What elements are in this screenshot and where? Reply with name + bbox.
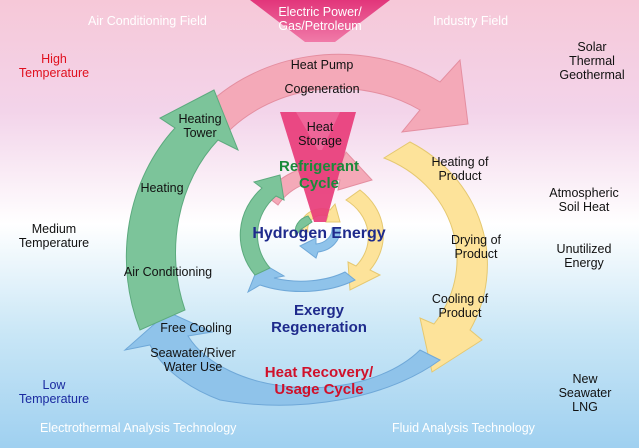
label-new-seawater-lng: New Seawater LNG	[558, 372, 612, 414]
label-heating-of-product: Heating of Product	[431, 155, 489, 183]
outer-arc-pink	[194, 53, 469, 139]
outer-arc-yellow	[382, 141, 488, 373]
label-heat-storage: Heat Storage	[298, 120, 342, 148]
label-heat-recovery-cycle: Heat Recovery/ Usage Cycle	[264, 364, 374, 398]
label-heat-pump: Heat Pump	[290, 58, 354, 72]
outer-arc-blue	[123, 311, 441, 406]
middle-arc-green	[239, 174, 285, 276]
top-funnel	[250, 0, 390, 42]
inner-arc-green	[294, 215, 313, 238]
label-air-conditioning: Air Conditioning	[123, 265, 213, 279]
label-cogeneration: Cogeneration	[284, 82, 360, 96]
label-low-temperature: Low Temperature	[18, 378, 90, 406]
center-wedge	[280, 112, 356, 222]
label-free-cooling: Free Cooling	[160, 321, 232, 335]
outer-arc-green	[125, 89, 239, 331]
middle-arc-blue	[246, 261, 356, 294]
label-fluid-analysis: Fluid Analysis Technology	[392, 421, 535, 435]
label-exergy-regeneration: Exergy Regeneration	[271, 302, 367, 336]
label-high-temperature: High Temperature	[18, 52, 90, 80]
inner-arc-blue	[299, 227, 341, 259]
label-medium-temperature: Medium Temperature	[18, 222, 90, 250]
label-electric-power: Electric Power/ Gas/Petroleum	[278, 5, 362, 33]
label-drying-of-product: Drying of Product	[450, 233, 502, 261]
center-wedge-highlight	[296, 112, 340, 150]
label-seawater-river: Seawater/River Water Use	[150, 346, 236, 374]
label-unutilized-energy: Unutilized Energy	[556, 242, 612, 270]
label-refrigerant-cycle: Refrigerant Cycle	[278, 158, 360, 192]
label-solar-thermal: Solar Thermal Geothermal	[559, 40, 625, 82]
label-hydrogen-energy: Hydrogen Energy	[252, 225, 386, 242]
label-industry-field: Industry Field	[433, 14, 509, 28]
label-heating-tower: Heating Tower	[178, 112, 222, 140]
label-cooling-of-product: Cooling of Product	[431, 292, 489, 320]
label-electrothermal-analysis: Electrothermal Analysis Technology	[40, 421, 237, 435]
label-atmospheric-soil-heat: Atmospheric Soil Heat	[549, 186, 619, 214]
label-air-conditioning-field: Air Conditioning Field	[88, 14, 207, 28]
label-heating: Heating	[140, 181, 184, 195]
